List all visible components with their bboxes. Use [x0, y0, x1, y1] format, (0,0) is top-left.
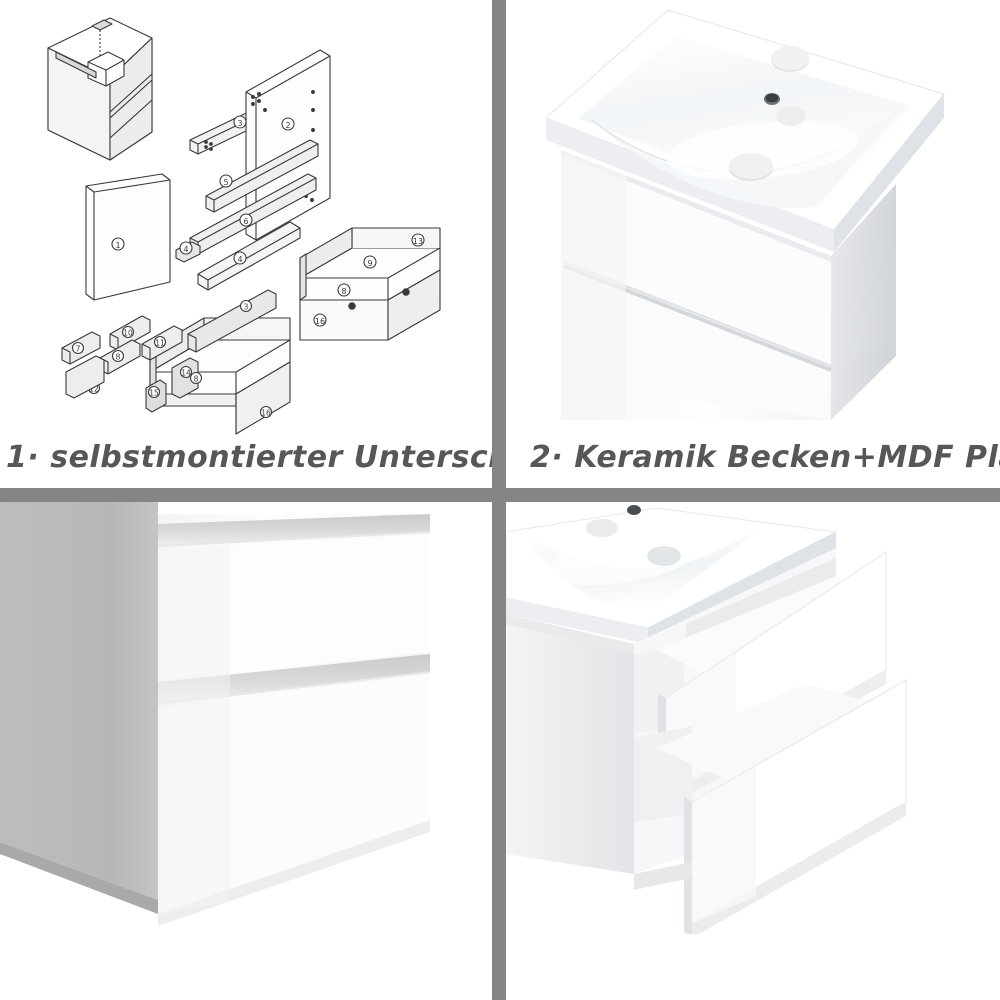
assembled-cabinet	[47, 17, 153, 161]
basin-top	[506, 505, 838, 644]
vanity-photo-4	[506, 502, 1000, 938]
svg-text:3: 3	[244, 303, 249, 312]
svg-text:9: 9	[367, 259, 372, 268]
svg-text:10: 10	[123, 329, 133, 338]
cabinet-left-side	[506, 614, 634, 874]
svg-text:4: 4	[183, 245, 188, 254]
groove-upper	[158, 514, 430, 546]
part-4-runner: 4	[175, 241, 201, 263]
panel-3-handleless-closeup: 3· Grifflos Design	[0, 502, 492, 1000]
svg-text:8: 8	[341, 287, 346, 296]
panel-4-softclose-drawers: 4· Geräuschfrei Design -- Softclose	[506, 502, 1000, 1000]
svg-text:8: 8	[194, 375, 199, 384]
part-5-cross-rail: 5	[205, 139, 319, 213]
svg-text:11: 11	[155, 339, 165, 348]
drain-hole	[586, 519, 618, 537]
lower-drawer-box: 7 10 8 11 3	[61, 289, 291, 435]
svg-text:14: 14	[181, 369, 191, 378]
vanity-with-basin-illustration	[545, 9, 945, 420]
svg-text:3: 3	[237, 119, 242, 128]
svg-text:7: 7	[76, 345, 81, 354]
panel-2-basin-vanity: 2· Keramik Becken+MDF Platte	[506, 0, 1000, 488]
drawer-front-upper	[564, 156, 831, 366]
vanity-photo-3	[0, 502, 492, 934]
overflow-slot	[627, 505, 641, 515]
upper-drawer-box: 9 8 13 16	[299, 227, 441, 341]
part-4-bottom-shelf: 4	[197, 221, 301, 291]
vanity-photo-2	[506, 0, 1000, 440]
svg-text:16: 16	[261, 409, 271, 418]
tap-hole	[647, 546, 681, 566]
ceramic-basin-top	[545, 9, 945, 252]
svg-text:6: 6	[243, 217, 248, 226]
svg-text:8: 8	[116, 353, 121, 362]
part-1-side-panel: 1	[85, 173, 171, 301]
svg-text:12: 12	[89, 385, 99, 394]
part-6-cross-rail: 6	[189, 173, 317, 255]
svg-text:16: 16	[315, 317, 325, 326]
panel-2-caption: 2· Keramik Becken+MDF Platte	[530, 440, 1000, 475]
open-drawers-illustration	[506, 502, 1000, 938]
svg-text:2: 2	[285, 121, 290, 130]
svg-text:15: 15	[149, 389, 159, 398]
panel-1-caption: 1· selbstmontierter Unterschrank	[6, 440, 492, 475]
drawer-lower-open	[634, 679, 907, 938]
grid-divider-horizontal	[0, 488, 1000, 502]
handleless-design-illustration	[0, 502, 492, 934]
svg-text:1: 1	[115, 241, 120, 250]
cabinet-side-panel	[0, 502, 158, 900]
svg-text:4: 4	[237, 255, 242, 264]
drawer-front-lower	[564, 272, 831, 420]
exploded-assembly-drawing: 3 2	[47, 17, 441, 435]
svg-text:13: 13	[413, 237, 423, 246]
secondary-hole	[776, 106, 806, 126]
panel-1-exploded-diagram: 3 2	[0, 0, 492, 488]
svg-text:5: 5	[223, 178, 228, 187]
